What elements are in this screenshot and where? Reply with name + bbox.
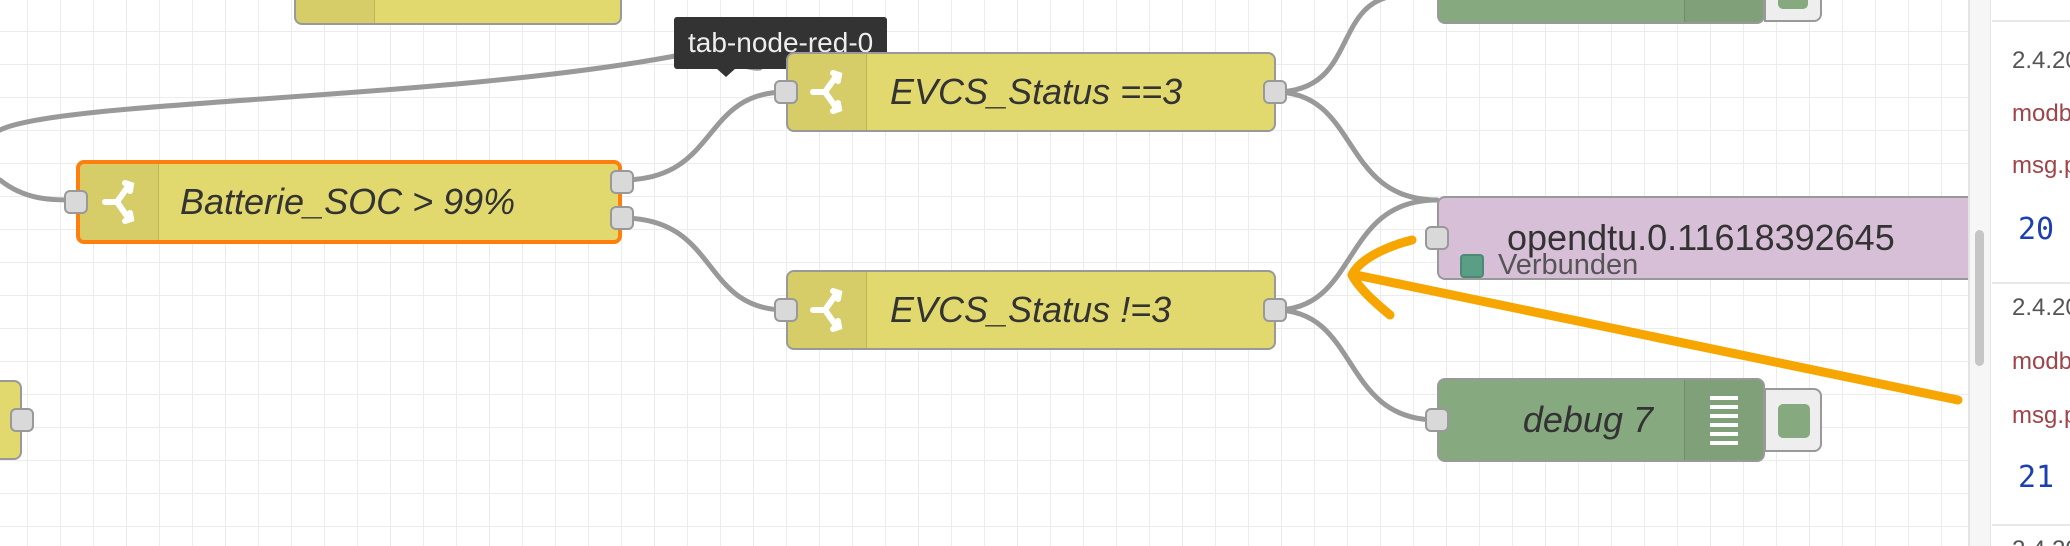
list-lines-icon bbox=[1684, 0, 1763, 22]
output-port-2[interactable] bbox=[610, 206, 634, 230]
wire-evcs-neq-to-opendtu[interactable] bbox=[1272, 197, 1440, 313]
scrollbar-thumb[interactable] bbox=[1975, 230, 1984, 366]
wire-evcs-eq-to-top[interactable] bbox=[1272, 0, 1400, 95]
message-value: 21 bbox=[2018, 460, 2055, 495]
partial-node-top[interactable] bbox=[294, 0, 622, 25]
debug-toggle-button[interactable] bbox=[1764, 388, 1822, 452]
message-date: 2.4.20 bbox=[2012, 294, 2070, 321]
wire-evcs-eq-to-opendtu[interactable] bbox=[1272, 89, 1440, 203]
input-port[interactable] bbox=[1425, 226, 1449, 250]
message-property: msg.p bbox=[2012, 402, 2070, 429]
message-date: 2.4.20 bbox=[2012, 536, 2070, 546]
wire-batterie-to-evcs-eq[interactable] bbox=[619, 89, 789, 183]
node-label: EVCS_Status ==3 bbox=[890, 71, 1183, 112]
status-connected-icon bbox=[1460, 254, 1484, 278]
node-label: EVCS_Status !=3 bbox=[890, 289, 1172, 330]
switch-node-batterie[interactable]: Batterie_SOC > 99% bbox=[76, 160, 622, 244]
tooltip-arrow bbox=[716, 68, 736, 77]
input-port[interactable] bbox=[774, 80, 798, 104]
wire-batterie-to-evcs-neq[interactable] bbox=[619, 215, 789, 313]
node-label: debug 7 bbox=[1522, 399, 1653, 440]
output-port[interactable] bbox=[1263, 298, 1287, 322]
wire-evcs-neq-to-debug7[interactable] bbox=[1272, 307, 1440, 423]
list-lines-icon bbox=[1710, 396, 1738, 445]
switch-node-evcs-eq[interactable]: EVCS_Status ==3 bbox=[786, 52, 1276, 132]
message-date: 2.4.20 bbox=[2012, 47, 2070, 74]
flow-workspace[interactable]: tab-node-red-0 EVCS_Status ==3 Batteri bbox=[0, 0, 1968, 546]
mqtt-node-opendtu[interactable]: opendtu.0.11618392645 bbox=[1437, 196, 1968, 280]
debug-message[interactable]: 2.4.20 modb msg.p 21 bbox=[1992, 284, 2070, 526]
annotation-arrow bbox=[1347, 235, 1963, 405]
message-property: msg.p bbox=[2012, 152, 2070, 179]
debug-sidebar[interactable]: 2.4.20 modb msg.p 20 2.4.20 modb msg.p 2… bbox=[1968, 0, 2070, 546]
node-label: Batterie_SOC > 99% bbox=[180, 181, 516, 222]
message-value: 20 bbox=[2018, 212, 2055, 247]
message-topic: modb bbox=[2012, 100, 2070, 127]
debug-toggle-button-top[interactable] bbox=[1764, 0, 1822, 22]
output-port[interactable] bbox=[10, 408, 34, 432]
debug-message[interactable]: 2.4.20 modb msg.p 20 bbox=[1992, 22, 2070, 284]
switch-icon bbox=[788, 54, 867, 130]
node-status-text: Verbunden bbox=[1498, 249, 1639, 281]
debug-message[interactable] bbox=[1992, 0, 2070, 22]
switch-icon bbox=[80, 164, 159, 240]
list-lines-icon bbox=[1684, 380, 1763, 460]
switch-icon bbox=[788, 272, 867, 348]
debug-message[interactable]: 2.4.20 bbox=[1992, 530, 2070, 546]
input-port[interactable] bbox=[1425, 408, 1449, 432]
message-topic: modb bbox=[2012, 348, 2070, 375]
output-port-1[interactable] bbox=[610, 170, 634, 194]
switch-icon bbox=[810, 70, 843, 114]
switch-icon bbox=[296, 0, 375, 23]
switch-node-evcs-neq[interactable]: EVCS_Status !=3 bbox=[786, 270, 1276, 350]
switch-icon bbox=[810, 288, 843, 332]
wire-top-left[interactable] bbox=[0, 53, 678, 133]
input-port[interactable] bbox=[64, 190, 88, 214]
node-label: opendtu.0.11618392645 bbox=[1507, 217, 1895, 258]
flow-wires bbox=[0, 0, 1963, 423]
input-port[interactable] bbox=[774, 298, 798, 322]
sidebar-scrollbar[interactable] bbox=[1970, 0, 1991, 546]
output-port[interactable] bbox=[1263, 80, 1287, 104]
debug-node-top[interactable] bbox=[1437, 0, 1765, 24]
debug-node-7[interactable]: debug 7 bbox=[1437, 378, 1765, 462]
switch-icon bbox=[102, 180, 135, 224]
